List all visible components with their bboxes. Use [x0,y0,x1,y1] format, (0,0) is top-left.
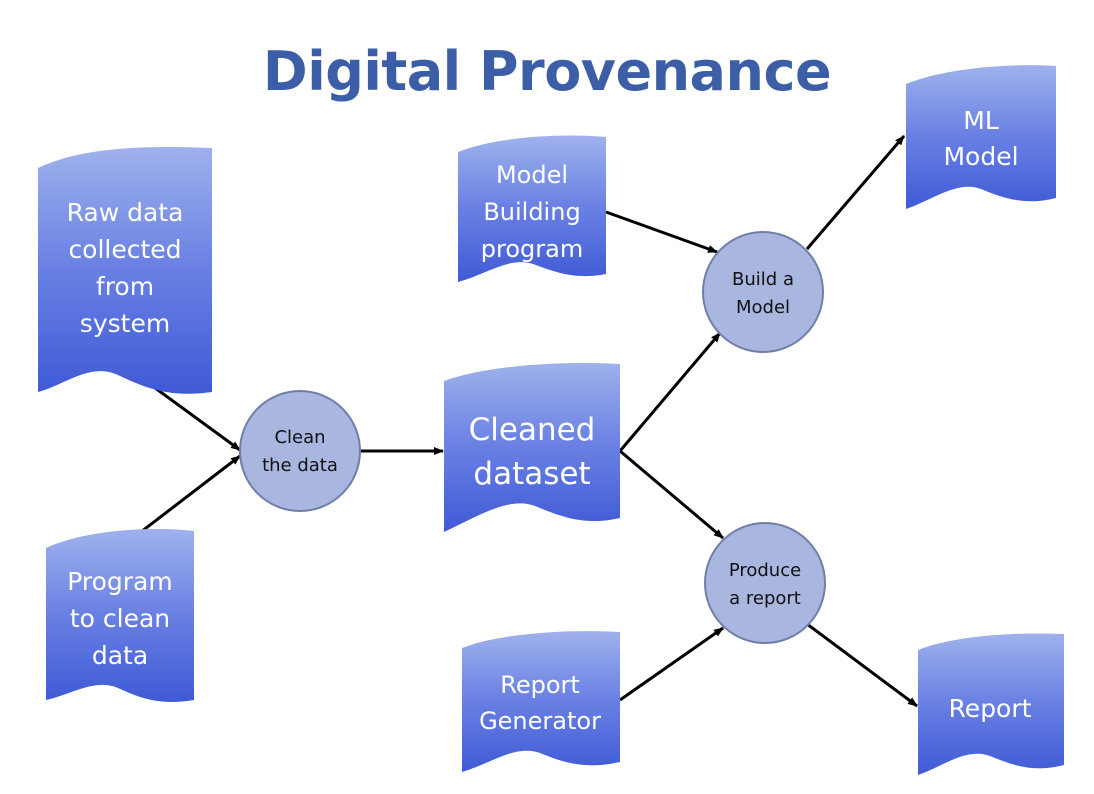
process-produce-report-line2: a report [729,588,801,609]
doc-cleaned-dataset-line2: dataset [473,456,590,492]
doc-ml-model-line2: Model [943,142,1018,171]
doc-program-clean-line1: Program [67,567,172,596]
process-produce-report-line1: Produce [729,560,801,581]
process-clean-data: Clean the data [239,390,361,512]
doc-raw-data-line2: collected [68,235,181,264]
doc-report-generator: Report Generator [462,631,620,772]
doc-cleaned-dataset-line1: Cleaned [469,412,596,448]
doc-program-clean-line3: data [92,641,148,670]
process-clean-data-line1: Clean [274,427,325,448]
arrow-reportgen-to-produce [619,626,724,702]
diagram-title: Digital Provenance [262,40,832,103]
arrow-dataset-to-build [618,332,722,452]
doc-report: Report [918,633,1064,775]
arrow-build-to-mlmodel [805,135,906,250]
process-build-model: Build a Model [702,231,824,353]
doc-raw-data-line3: from [96,272,154,301]
doc-model-building-line2: Building [483,198,580,226]
arrow-modelprog-to-build [605,210,718,254]
doc-cleaned-dataset: Cleaned dataset [444,362,620,532]
doc-raw-data-line1: Raw data [67,198,184,227]
arrow-dataset-to-produce [619,449,724,540]
process-clean-data-line2: the data [262,455,338,476]
doc-model-building-line1: Model [496,161,568,189]
arrow-produce-to-report [806,622,918,708]
doc-program-clean-line2: to clean [70,604,170,633]
doc-ml-model-line1: ML [963,106,999,135]
doc-program-clean: Program to clean data [46,529,194,702]
doc-model-building: Model Building program [458,135,606,282]
doc-report-line1: Report [949,694,1032,723]
process-build-model-line1: Build a [732,269,794,290]
doc-ml-model: ML Model [906,65,1056,209]
process-build-model-line2: Model [736,297,790,318]
doc-report-generator-line2: Generator [479,707,601,735]
doc-report-generator-line1: Report [500,671,580,699]
doc-model-building-line3: program [481,235,583,263]
doc-raw-data-line4: system [80,309,170,338]
doc-raw-data: Raw data collected from system [38,147,212,394]
process-produce-report: Produce a report [704,522,826,644]
